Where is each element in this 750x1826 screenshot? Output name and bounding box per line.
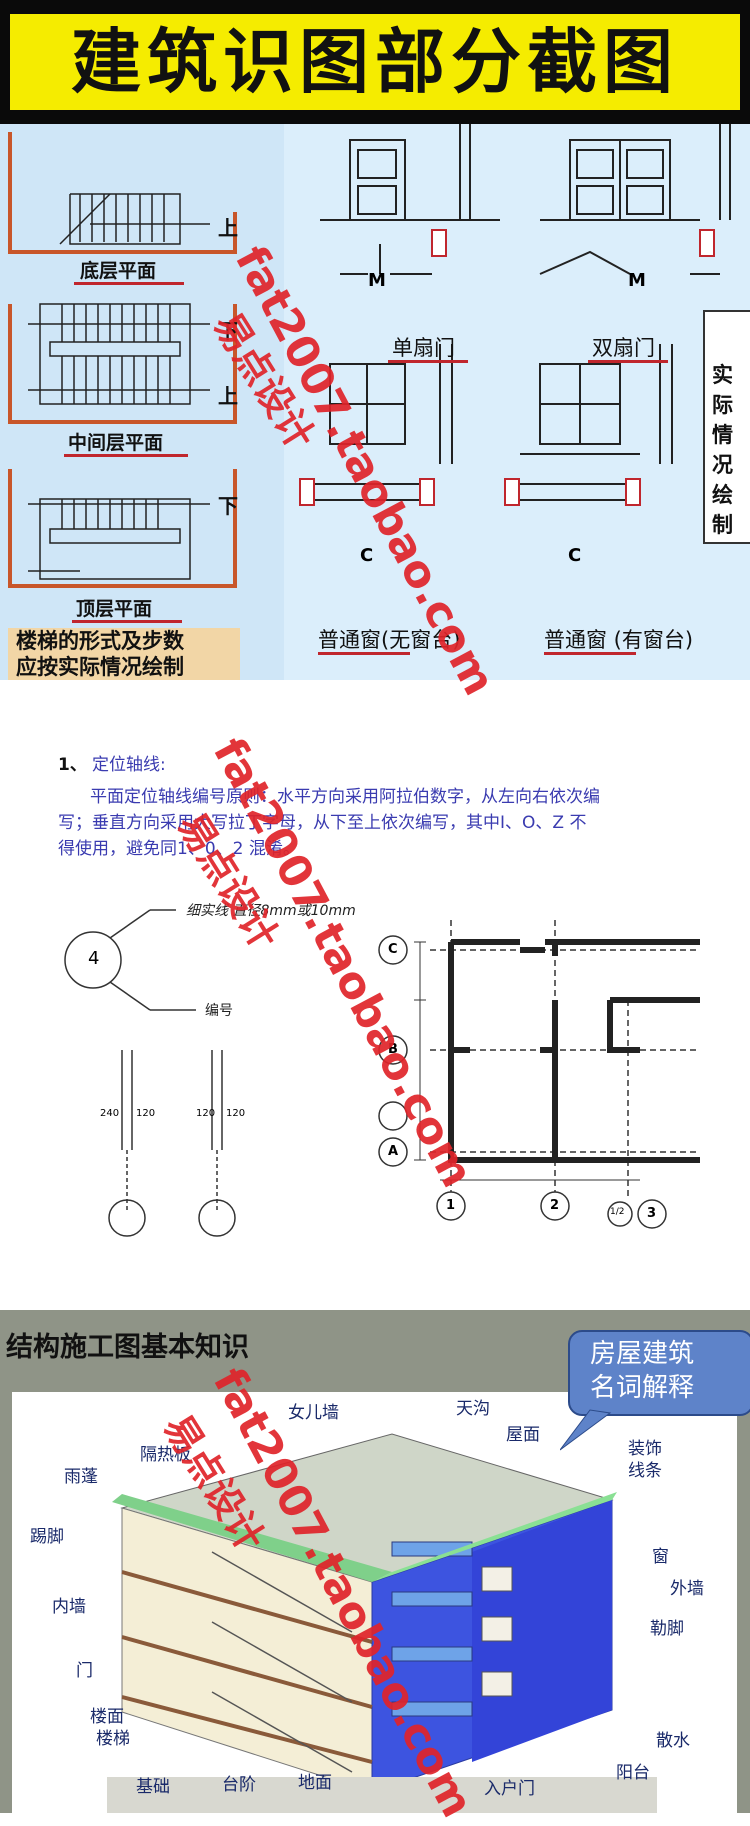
stairs-up-label-2: 上 xyxy=(218,384,238,408)
underline xyxy=(74,282,184,285)
callout-line2: 名词解释 xyxy=(590,1373,695,1403)
label-balcony: 阳台 xyxy=(616,1763,650,1783)
door-m-letter-2: M xyxy=(628,270,646,291)
axis-para-line2: 写；垂直方向采用大写拉丁字母，从下至上依次编写，其中I、O、Z 不 xyxy=(58,813,587,833)
underline xyxy=(588,360,668,363)
axis-col-3: 3 xyxy=(647,1206,657,1221)
stairs-note-line2: 应按实际情况绘制 xyxy=(16,655,184,679)
label-decor: 装饰 xyxy=(628,1439,662,1459)
label-steps: 台阶 xyxy=(222,1775,256,1795)
side-note-box xyxy=(703,310,750,544)
callout-line1: 房屋建筑 xyxy=(590,1339,695,1369)
axis-row-c: C xyxy=(388,942,398,957)
stairs-top-label: 顶层平面 xyxy=(76,598,153,620)
underline xyxy=(318,652,410,655)
axis-heading-number: 1、 xyxy=(58,755,87,775)
axis-circle-number: 4 xyxy=(88,948,100,969)
dim-120-c: 120 xyxy=(226,1108,246,1119)
axis-col-2: 2 xyxy=(550,1198,560,1213)
label-parapet: 女儿墙 xyxy=(288,1403,339,1423)
axis-row-b: B xyxy=(388,1042,398,1057)
label-inner-wall: 内墙 xyxy=(52,1597,86,1617)
axis-row-a: A xyxy=(388,1144,399,1159)
label-gutter: 天沟 xyxy=(456,1399,490,1419)
underline xyxy=(544,652,636,655)
underline xyxy=(388,360,468,363)
underline xyxy=(64,454,188,457)
label-plinth: 勒脚 xyxy=(650,1619,684,1639)
label-entry-door: 入户门 xyxy=(484,1779,535,1799)
label-door: 门 xyxy=(76,1661,93,1681)
stairs-note: 楼梯的形式及步数 应按实际情况绘制 xyxy=(8,628,240,680)
label-floor: 楼面 xyxy=(90,1707,124,1727)
label-canopy: 雨蓬 xyxy=(64,1467,98,1487)
window-plain-label: 普通窗(无窗台) xyxy=(318,628,461,652)
window-c-letter-2: C xyxy=(568,545,582,566)
title-box: 建筑识图部分截图 xyxy=(10,14,740,110)
stairs-doors-drawing xyxy=(8,124,731,588)
callout-text: 房屋建筑 名词解释 xyxy=(590,1337,750,1405)
stairs-down-label-1: 下 xyxy=(218,319,238,343)
page-title: 建筑识图部分截图 xyxy=(71,21,679,103)
axis-number-label: 编号 xyxy=(205,1003,233,1019)
stairs-bottom-label: 底层平面 xyxy=(80,260,157,282)
axis-col-1-2: 1/2 xyxy=(610,1207,625,1217)
label-ground: 地面 xyxy=(298,1773,332,1793)
term-callout xyxy=(568,1330,750,1416)
single-door-label: 单扇门 xyxy=(392,336,455,360)
label-insulation: 隔热板 xyxy=(140,1445,191,1465)
stairs-down-label-2: 下 xyxy=(218,494,238,518)
building-illustration xyxy=(107,1433,657,1813)
label-skirting: 踢脚 xyxy=(30,1527,64,1547)
door-m-letter-1: M xyxy=(368,270,386,291)
window-sill-label: 普通窗 (有窗台) xyxy=(544,628,694,652)
label-roof: 屋面 xyxy=(506,1425,540,1445)
axis-heading: 定位轴线: xyxy=(92,755,166,775)
axis-diagram xyxy=(64,909,700,1237)
stairs-middle-label: 中间层平面 xyxy=(68,432,164,454)
axis-col-1: 1 xyxy=(446,1198,456,1213)
label-window: 窗 xyxy=(652,1547,669,1567)
double-door-label: 双扇门 xyxy=(592,336,655,360)
side-note-text: 实际情况绘制 xyxy=(712,363,733,537)
label-decor2: 线条 xyxy=(628,1461,662,1481)
stairs-note-line1: 楼梯的形式及步数 xyxy=(16,629,184,653)
building-section-title: 结构施工图基本知识 xyxy=(6,1332,249,1363)
axis-thin-line-text: 细实线 直径8mm或10mm xyxy=(186,903,356,919)
dim-120-a: 120 xyxy=(136,1108,156,1119)
label-outer-wall: 外墙 xyxy=(670,1579,704,1599)
label-stairs: 楼梯 xyxy=(96,1729,130,1749)
underline xyxy=(72,620,182,623)
window-c-letter-1: C xyxy=(360,545,374,566)
dim-240: 240 xyxy=(100,1108,120,1119)
label-foundation: 基础 xyxy=(136,1777,170,1797)
dim-120-b: 120 xyxy=(196,1108,216,1119)
callout-pointer xyxy=(560,1409,612,1451)
axis-para-line1: 平面定位轴线编号原则：水平方向采用阿拉伯数字，从左向右依次编 xyxy=(90,787,600,807)
axis-para-line3: 得使用，避免同1、0、2 混淆。 xyxy=(58,839,300,859)
label-apron: 散水 xyxy=(656,1731,690,1751)
stairs-up-label-1: 上 xyxy=(218,216,238,240)
